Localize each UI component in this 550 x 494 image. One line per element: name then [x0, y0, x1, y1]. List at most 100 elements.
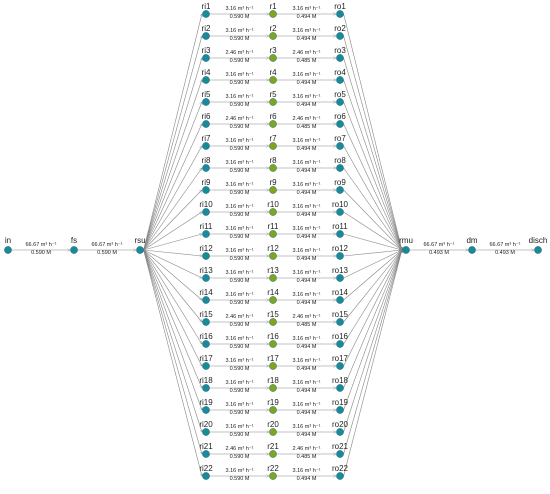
- node-ri7-label: ri7: [202, 134, 211, 143]
- node-r16[interactable]: [269, 340, 277, 348]
- branch-out-label-8-conc: 0.494 M: [297, 168, 317, 174]
- node-ri16[interactable]: [202, 340, 210, 348]
- node-ri21[interactable]: [202, 450, 210, 458]
- node-ro7[interactable]: [336, 142, 344, 150]
- node-ri11-label: ri11: [200, 222, 213, 231]
- node-r3[interactable]: [269, 54, 277, 62]
- node-r9[interactable]: [269, 186, 277, 194]
- node-ro2[interactable]: [336, 32, 344, 40]
- node-rsu[interactable]: [136, 246, 144, 254]
- fanin-edge-8: [343, 167, 402, 250]
- node-ro12[interactable]: [336, 252, 344, 260]
- fanin-edge-18: [343, 250, 402, 389]
- branch-in-label-13-conc: 0.590 M: [230, 278, 250, 284]
- node-ri22[interactable]: [202, 472, 210, 480]
- node-r22[interactable]: [269, 472, 277, 480]
- node-ri12[interactable]: [202, 252, 210, 260]
- node-dm-label: dm: [466, 236, 477, 245]
- node-r11[interactable]: [269, 230, 277, 238]
- node-ri6[interactable]: [202, 120, 210, 128]
- node-ro15[interactable]: [336, 318, 344, 326]
- node-rmu-label: rmu: [399, 236, 413, 245]
- branch-in-label-9-conc: 0.590 M: [230, 190, 250, 196]
- node-disch[interactable]: [534, 246, 542, 254]
- node-ro20[interactable]: [336, 428, 344, 436]
- node-ri18[interactable]: [202, 384, 210, 392]
- node-ro22[interactable]: [336, 472, 344, 480]
- node-ri8[interactable]: [202, 164, 210, 172]
- branch-in-label-6-conc: 0.590 M: [230, 124, 250, 130]
- node-ro21[interactable]: [336, 450, 344, 458]
- node-ro9[interactable]: [336, 186, 344, 194]
- node-ro6[interactable]: [336, 120, 344, 128]
- node-ro4[interactable]: [336, 76, 344, 84]
- branch-in-label-3-conc: 0.590 M: [230, 58, 250, 64]
- node-ri17-label: ri17: [199, 354, 213, 363]
- node-ro16[interactable]: [336, 340, 344, 348]
- node-ri7[interactable]: [202, 142, 210, 150]
- node-r14[interactable]: [269, 296, 277, 304]
- node-ri6-label: ri6: [202, 112, 211, 121]
- node-ro19[interactable]: [336, 406, 344, 414]
- node-r7[interactable]: [269, 142, 277, 150]
- node-ro13[interactable]: [336, 274, 344, 282]
- node-ri4[interactable]: [202, 76, 210, 84]
- node-ri13[interactable]: [202, 274, 210, 282]
- node-ro13-label: ro13: [332, 266, 349, 275]
- branch-in-label-14-flow: 3.16 m³ h⁻¹: [226, 292, 254, 298]
- node-ro18[interactable]: [336, 384, 344, 392]
- branch-out-label-11-conc: 0.494 M: [297, 234, 317, 240]
- node-r13[interactable]: [269, 274, 277, 282]
- branch-out-label-13-flow: 3.16 m³ h⁻¹: [293, 270, 321, 276]
- node-ro17[interactable]: [336, 362, 344, 370]
- node-r8[interactable]: [269, 164, 277, 172]
- node-ro5[interactable]: [336, 98, 344, 106]
- branch-in-label-8-flow: 3.16 m³ h⁻¹: [226, 160, 254, 166]
- node-ri19[interactable]: [202, 406, 210, 414]
- node-ri3[interactable]: [202, 54, 210, 62]
- node-ro8[interactable]: [336, 164, 344, 172]
- node-ri2[interactable]: [202, 32, 210, 40]
- node-dm[interactable]: [468, 246, 476, 254]
- node-r18[interactable]: [269, 384, 277, 392]
- node-ri9[interactable]: [202, 186, 210, 194]
- node-ro14[interactable]: [336, 296, 344, 304]
- node-r20[interactable]: [269, 428, 277, 436]
- branch-in-label-6-flow: 2.46 m³ h⁻¹: [226, 116, 254, 122]
- fanout-edge-17: [143, 249, 202, 366]
- branch-out-label-12-conc: 0.494 M: [297, 256, 317, 262]
- node-ri17[interactable]: [202, 362, 210, 370]
- node-ri1[interactable]: [202, 10, 210, 18]
- fanout-edge-13: [143, 249, 202, 278]
- node-ro3[interactable]: [336, 54, 344, 62]
- node-r5[interactable]: [269, 98, 277, 106]
- node-r19[interactable]: [269, 406, 277, 414]
- node-ri11[interactable]: [202, 230, 210, 238]
- node-r4[interactable]: [269, 76, 277, 84]
- node-r1[interactable]: [269, 10, 277, 18]
- node-rmu[interactable]: [402, 246, 410, 254]
- node-r15[interactable]: [269, 318, 277, 326]
- node-r21[interactable]: [269, 450, 277, 458]
- node-r12-label: r12: [267, 244, 279, 253]
- node-ri10[interactable]: [202, 208, 210, 216]
- node-ri15[interactable]: [202, 318, 210, 326]
- node-ri5[interactable]: [202, 98, 210, 106]
- node-ro1[interactable]: [336, 10, 344, 18]
- node-r2[interactable]: [269, 32, 277, 40]
- node-in[interactable]: [4, 246, 12, 254]
- node-r10[interactable]: [269, 208, 277, 216]
- branch-out-label-2-conc: 0.494 M: [297, 36, 317, 42]
- node-r18-label: r18: [267, 376, 279, 385]
- node-fs[interactable]: [70, 246, 78, 254]
- node-r12[interactable]: [269, 252, 277, 260]
- node-r17[interactable]: [269, 362, 277, 370]
- node-ro10[interactable]: [336, 208, 344, 216]
- node-r6[interactable]: [269, 120, 277, 128]
- node-ri14[interactable]: [202, 296, 210, 304]
- fanin-edge-5: [343, 101, 402, 250]
- node-r10-label: r10: [267, 200, 279, 209]
- node-ro11[interactable]: [336, 230, 344, 238]
- node-ri20[interactable]: [202, 428, 210, 436]
- branch-out-label-22-flow: 3.16 m³ h⁻¹: [293, 468, 321, 474]
